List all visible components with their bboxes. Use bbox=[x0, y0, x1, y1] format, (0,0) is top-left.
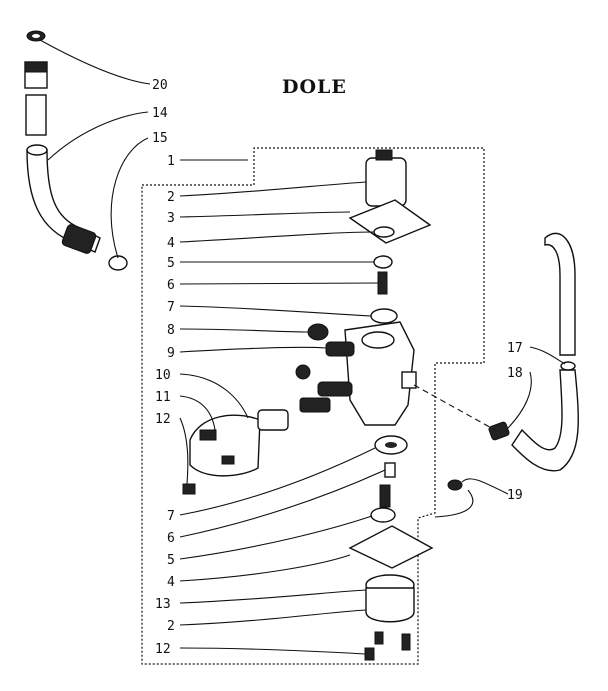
hose-coupling bbox=[25, 94, 47, 136]
callout-20: 20 bbox=[152, 78, 168, 93]
callout-12: 12 bbox=[155, 412, 171, 427]
outlet-port bbox=[401, 371, 417, 389]
fitting-part-10 bbox=[189, 414, 261, 477]
lower-solenoid bbox=[348, 435, 434, 661]
upper-solenoid bbox=[348, 149, 432, 324]
callout-1: 1 bbox=[167, 154, 175, 169]
callout-3: 3 bbox=[167, 211, 175, 226]
callout-2-lower: 2 bbox=[167, 619, 175, 634]
valve-body-part-1 bbox=[344, 321, 415, 426]
hose-part-17 bbox=[544, 232, 576, 356]
callout-7: 7 bbox=[167, 300, 175, 315]
clip-part-19 bbox=[447, 479, 463, 491]
screen-part-9 bbox=[325, 341, 355, 357]
plate-part-4-upper bbox=[373, 226, 395, 238]
fitting-part-11 bbox=[257, 409, 289, 431]
callout-15: 15 bbox=[152, 131, 168, 146]
side-valve bbox=[182, 397, 331, 495]
screw-part-12 bbox=[199, 429, 217, 441]
callout-11: 11 bbox=[155, 390, 171, 405]
hose-assembly bbox=[24, 30, 128, 271]
callout-8: 8 bbox=[167, 323, 175, 338]
callout-18: 18 bbox=[507, 366, 523, 381]
screw-part-12-lower bbox=[374, 631, 384, 645]
callout-6: 6 bbox=[167, 278, 175, 293]
spring-part-6-lower bbox=[384, 462, 396, 478]
valve-body bbox=[295, 321, 417, 426]
callout-4: 4 bbox=[167, 236, 175, 251]
plunger-part-5-upper bbox=[373, 255, 393, 269]
hose-part-18 bbox=[511, 369, 579, 472]
callout-5-lower: 5 bbox=[167, 553, 175, 568]
plate-part-4-lower bbox=[348, 525, 434, 569]
callout-2: 2 bbox=[167, 190, 175, 205]
callout-5: 5 bbox=[167, 256, 175, 271]
plunger-part-5-lower bbox=[370, 507, 396, 523]
callout-17: 17 bbox=[507, 341, 523, 356]
callout-14: 14 bbox=[152, 106, 168, 121]
callout-19: 19 bbox=[507, 488, 523, 503]
callout-labels: 20 14 15 1 2 3 4 5 6 7 8 9 10 11 12 17 1… bbox=[152, 78, 523, 657]
callout-7-lower: 7 bbox=[167, 509, 175, 524]
leader-lines bbox=[39, 39, 566, 655]
diaphragm-part-7-upper bbox=[370, 308, 398, 324]
callout-13: 13 bbox=[155, 597, 171, 612]
diagram-title: DOLE bbox=[282, 76, 347, 98]
callout-12-lower: 12 bbox=[155, 642, 171, 657]
inlet-part-8 bbox=[307, 323, 329, 341]
spring-part-6-upper bbox=[377, 271, 388, 295]
callout-9: 9 bbox=[167, 346, 175, 361]
clamp-part-15 bbox=[108, 255, 128, 271]
callout-4-lower: 4 bbox=[167, 575, 175, 590]
callout-6-lower: 6 bbox=[167, 531, 175, 546]
hose-part-14 bbox=[26, 149, 101, 253]
coil-part-2-upper bbox=[365, 157, 407, 207]
bracket-part-3-upper bbox=[348, 199, 432, 244]
right-hose bbox=[447, 232, 579, 491]
assembly-frame bbox=[141, 147, 485, 665]
coil-part-2-lower bbox=[365, 587, 415, 623]
callout-10: 10 bbox=[155, 368, 171, 383]
